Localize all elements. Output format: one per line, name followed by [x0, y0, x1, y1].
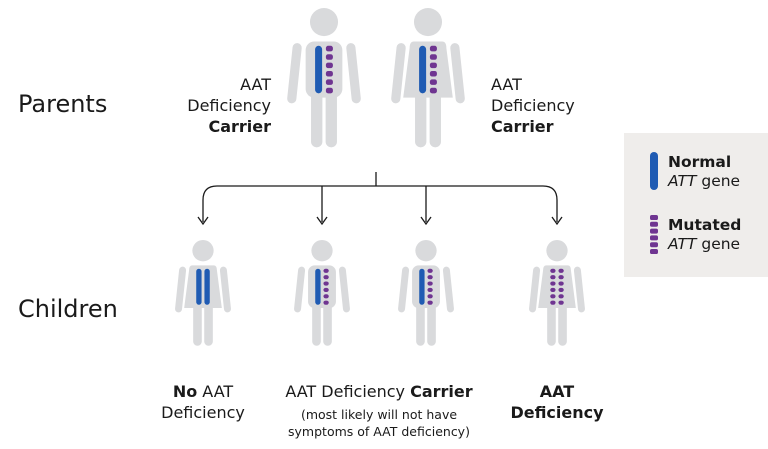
left-leg: [415, 91, 427, 148]
child-figure-1: [175, 240, 231, 346]
head: [413, 8, 443, 37]
left-arm: [529, 266, 541, 313]
head: [192, 240, 214, 262]
legend-normal-label: Normal ATT gene: [668, 153, 741, 190]
mutated-gene-right: [325, 45, 333, 94]
mutated-gene-left: [550, 268, 556, 305]
head: [311, 240, 333, 262]
deficiency-caption: AAT Deficiency: [510, 382, 604, 422]
child-figure-4: [529, 240, 585, 346]
right-leg: [429, 91, 441, 148]
normal-gene-left: [315, 268, 321, 305]
children-row-label: Children: [18, 295, 118, 323]
right-arm: [573, 266, 585, 313]
left-arm: [287, 43, 302, 104]
arrow-head-1: [197, 216, 209, 226]
left-arm: [175, 266, 187, 313]
inheritance-arrows: [197, 172, 563, 226]
parents-row-label: Parents: [18, 90, 108, 118]
left-leg: [311, 91, 323, 148]
dress: [538, 265, 576, 309]
left-arm: [294, 266, 306, 313]
normal-gene-right: [204, 268, 210, 305]
mother-status-label: AAT Deficiency Carrier: [491, 75, 575, 136]
left-arm: [391, 43, 406, 104]
head: [309, 8, 339, 37]
right-arm: [346, 43, 361, 104]
arrow-head-3: [420, 216, 432, 226]
carrier-note: (most likely will not have symptoms of A…: [288, 407, 470, 439]
no-deficiency-caption: No AAT Deficiency: [161, 382, 245, 422]
child-figure-2: [294, 240, 350, 346]
arrow-head-4: [551, 216, 563, 226]
figures-layer: [175, 8, 585, 346]
left-leg: [416, 303, 425, 346]
right-leg: [204, 303, 213, 346]
left-leg: [312, 303, 321, 346]
mutated-gene-icon: [650, 215, 658, 254]
left-arm: [398, 266, 410, 313]
right-leg: [558, 303, 567, 346]
mutated-gene-right: [323, 268, 329, 305]
arrow-head-2: [316, 216, 328, 226]
normal-gene-left: [419, 45, 427, 94]
legend-box: Normal ATT gene Mutated ATT gene: [624, 133, 768, 277]
torso: [412, 265, 440, 309]
mutated-gene-right: [427, 268, 433, 305]
father-status-label: AAT Deficiency Carrier: [187, 75, 271, 136]
right-leg: [325, 91, 337, 148]
child-figure-3: [398, 240, 454, 346]
dress: [184, 265, 222, 309]
right-arm: [442, 266, 454, 313]
torso: [308, 265, 336, 309]
father-figure: [287, 8, 361, 148]
arrow-bracket: [202, 185, 558, 222]
right-arm: [338, 266, 350, 313]
right-arm: [219, 266, 231, 313]
right-leg: [323, 303, 332, 346]
carrier-caption: AAT Deficiency Carrier: [285, 382, 473, 401]
mutated-gene-right: [558, 268, 564, 305]
torso: [305, 41, 343, 98]
mutated-gene-right: [429, 45, 437, 94]
normal-gene-left: [419, 268, 425, 305]
head: [546, 240, 568, 262]
right-arm: [450, 43, 465, 104]
right-leg: [427, 303, 436, 346]
mother-figure: [391, 8, 465, 148]
normal-gene-icon: [650, 152, 658, 190]
legend-mutated-label: Mutated ATT gene: [668, 216, 742, 253]
left-leg: [193, 303, 202, 346]
dress: [403, 41, 453, 98]
head: [415, 240, 437, 262]
normal-gene-left: [196, 268, 202, 305]
left-leg: [547, 303, 556, 346]
normal-gene-left: [315, 45, 323, 94]
